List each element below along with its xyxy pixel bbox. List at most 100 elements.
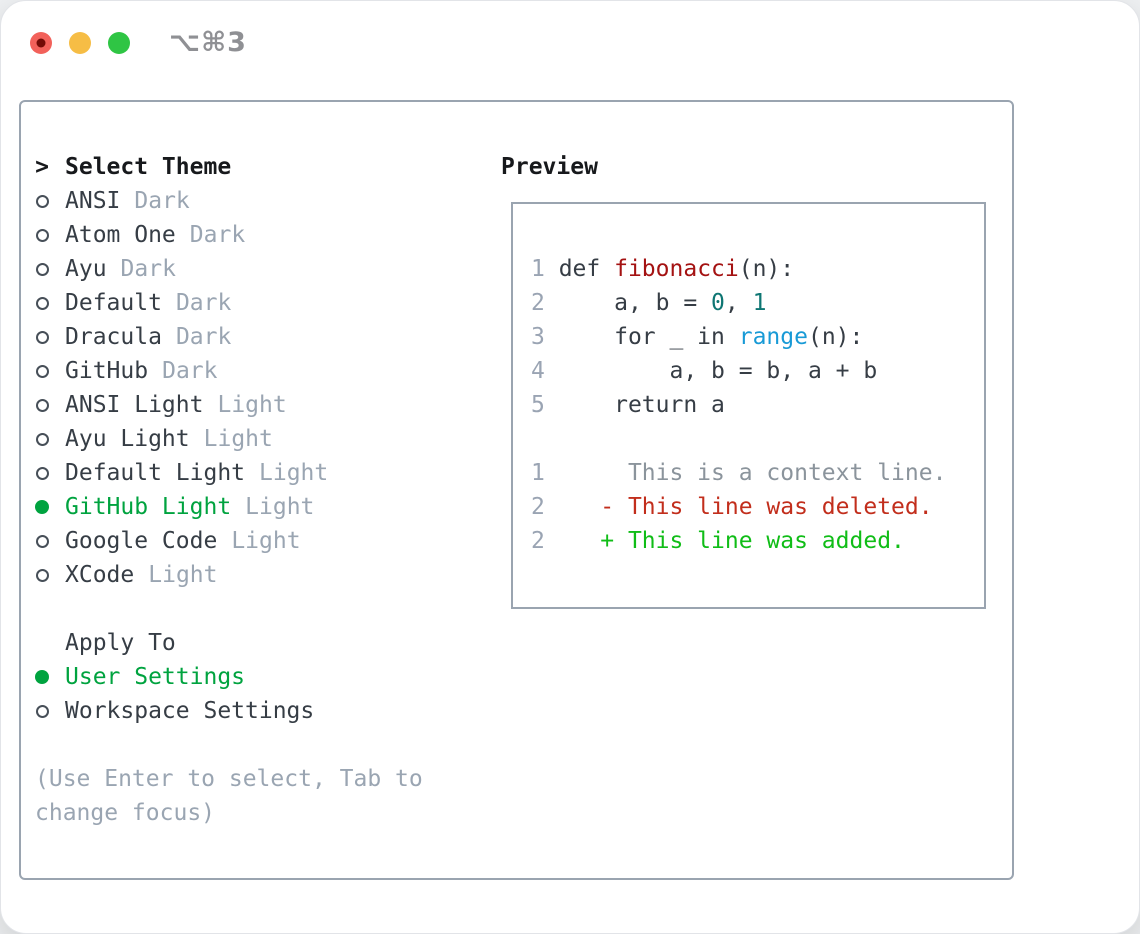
radio-unselected-icon — [35, 456, 49, 490]
code-line: 4 a, b = b, a + b — [531, 354, 984, 388]
line-number: 3 — [531, 324, 545, 350]
code-token-num: 1 — [752, 290, 767, 316]
theme-variant-tag: Dark — [175, 290, 232, 316]
line-number: 1 — [531, 256, 545, 282]
theme-option[interactable]: ANSI Dark — [35, 184, 485, 218]
radio-unselected-icon — [35, 252, 49, 286]
theme-option-label: Default — [65, 290, 162, 316]
code-token-code: a, b = b, a + b — [544, 358, 878, 384]
line-number: 2 — [531, 528, 545, 554]
theme-option-label: GitHub — [65, 358, 149, 384]
code-line: 2 a, b = 0, 1 — [531, 286, 984, 320]
radio-unselected-icon — [35, 184, 49, 218]
theme-variant-tag: Dark — [175, 324, 232, 350]
code-blank-line — [531, 422, 984, 456]
window-title: ⌥⌘3 — [169, 27, 247, 58]
radio-selected-icon — [35, 490, 49, 524]
theme-option-label: ANSI — [65, 188, 121, 214]
theme-option[interactable]: Dracula Dark — [35, 320, 485, 354]
radio-unselected-icon — [35, 388, 49, 422]
theme-option-label: Ayu — [65, 256, 107, 282]
theme-variant-tag: Light — [217, 392, 287, 418]
theme-list-title: Select Theme — [65, 154, 232, 180]
theme-option[interactable]: Google Code Light — [35, 524, 485, 558]
code-token-code: return a — [544, 392, 725, 418]
focus-caret-icon: > — [35, 154, 49, 180]
theme-option[interactable]: Atom One Dark — [35, 218, 485, 252]
theme-option-label: Google Code — [65, 528, 218, 554]
spacer — [35, 592, 485, 626]
theme-option[interactable]: Default Dark — [35, 286, 485, 320]
code-token-del: - This line was deleted. — [544, 494, 933, 520]
radio-selected-icon — [35, 660, 49, 694]
keyboard-hint: (Use Enter to select, Tab to change focu… — [35, 766, 423, 826]
radio-unselected-icon — [35, 558, 49, 592]
titlebar: ⌥⌘3 — [30, 27, 247, 58]
spacer — [35, 728, 485, 762]
radio-unselected-icon — [35, 422, 49, 456]
theme-option-label: Atom One — [65, 222, 176, 248]
apply-to-title: Apply To — [65, 630, 176, 656]
line-number: 2 — [531, 290, 545, 316]
preview-header-row: Preview — [501, 150, 996, 184]
code-token-code: def — [544, 256, 615, 282]
apply-to-option[interactable]: Workspace Settings — [35, 694, 485, 728]
code-line: 1 def fibonacci(n): — [531, 252, 984, 286]
line-number: 5 — [531, 392, 545, 418]
code-token-code: a, b = — [544, 290, 712, 316]
code-line: 3 for _ in range(n): — [531, 320, 984, 354]
code-token-add: + This line was added. — [544, 528, 905, 554]
theme-option-label: ANSI Light — [65, 392, 204, 418]
code-line: 2 - This line was deleted. — [531, 490, 984, 524]
radio-unselected-icon — [35, 354, 49, 388]
theme-variant-tag: Dark — [189, 222, 246, 248]
radio-unselected-icon — [35, 524, 49, 558]
radio-unselected-icon — [35, 286, 49, 320]
code-line: 2 + This line was added. — [531, 524, 984, 558]
theme-variant-tag: Dark — [134, 188, 190, 214]
code-token-ctx: This is a context line. — [544, 460, 947, 486]
code-line: 5 return a — [531, 388, 984, 422]
marker-placeholder — [35, 626, 49, 660]
theme-option-label: XCode — [65, 562, 135, 588]
radio-unselected-icon — [35, 694, 49, 728]
line-number: 1 — [531, 460, 545, 486]
theme-option[interactable]: Ayu Dark — [35, 252, 485, 286]
preview-title: Preview — [501, 154, 598, 180]
theme-variant-tag: Dark — [120, 256, 176, 282]
theme-variant-tag: Light — [231, 528, 301, 554]
theme-option[interactable]: XCode Light — [35, 558, 485, 592]
radio-unselected-icon — [35, 320, 49, 354]
line-number: 4 — [531, 358, 545, 384]
theme-variant-tag: Light — [148, 562, 218, 588]
apply-to-option[interactable]: User Settings — [35, 660, 485, 694]
code-token-code: , — [724, 290, 753, 316]
theme-option-label: Dracula — [65, 324, 162, 350]
code-token-code: for _ in — [544, 324, 739, 350]
line-number: 2 — [531, 494, 545, 520]
close-button-icon[interactable] — [30, 31, 52, 54]
code-line: 1 This is a context line. — [531, 456, 984, 490]
theme-option[interactable]: ANSI Light Light — [35, 388, 485, 422]
zoom-button-icon[interactable] — [108, 31, 130, 54]
theme-option-label: Ayu Light — [65, 426, 190, 452]
theme-option[interactable]: Ayu Light Light — [35, 422, 485, 456]
code-token-num: 0 — [711, 290, 725, 316]
theme-option-label: GitHub Light — [65, 494, 232, 520]
code-token-func: fibonacci — [614, 256, 739, 282]
theme-list-header-row: > Select Theme — [35, 150, 485, 184]
code-token-code: (n): — [738, 256, 795, 282]
minimize-button-icon[interactable] — [69, 31, 91, 54]
theme-variant-tag: Light — [203, 426, 273, 452]
apply-to-option-label: Workspace Settings — [65, 698, 315, 724]
code-token-builtin: range — [738, 324, 808, 350]
